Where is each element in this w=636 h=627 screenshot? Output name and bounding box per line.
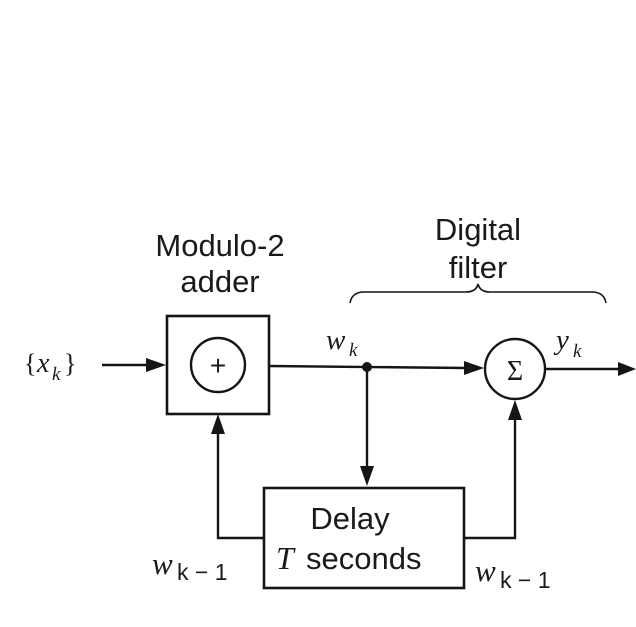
yk-var: y bbox=[553, 324, 569, 356]
output-arrowhead bbox=[618, 362, 636, 376]
filter-title-line1: Digital bbox=[435, 212, 521, 247]
summer-input-arrowhead bbox=[464, 361, 484, 375]
delay-label-seconds: seconds bbox=[306, 541, 421, 576]
input-brace-close: } bbox=[64, 349, 76, 378]
input-var: x bbox=[36, 348, 50, 379]
summer-sigma-symbol: Σ bbox=[507, 356, 523, 387]
feedback-right-label: w k − 1 bbox=[475, 553, 551, 593]
delay-label-line1: Delay bbox=[310, 501, 390, 536]
input-arrowhead bbox=[146, 358, 166, 372]
wk-var: w bbox=[326, 324, 346, 356]
delay-box bbox=[262, 486, 466, 590]
wk-label: w k bbox=[326, 324, 358, 361]
delay-input-arrowhead bbox=[360, 466, 374, 486]
input-sub: k bbox=[52, 364, 61, 385]
feedback-right-line bbox=[464, 418, 517, 540]
feedback-left-sub: k − 1 bbox=[177, 559, 228, 585]
feedback-left-arrowhead bbox=[211, 414, 225, 434]
adder-plus-symbol: + bbox=[210, 350, 226, 381]
adder-title-line2: adder bbox=[180, 264, 259, 299]
feedback-right-sub: k − 1 bbox=[500, 567, 551, 593]
yk-label: y k bbox=[553, 324, 582, 362]
feedback-right-arrowhead bbox=[508, 400, 522, 420]
filter-title-line2: filter bbox=[449, 250, 508, 285]
feedback-right-var: w bbox=[475, 553, 496, 588]
yk-sub: k bbox=[573, 341, 582, 362]
adder-circle bbox=[189, 336, 247, 394]
input-label: { x k } bbox=[24, 348, 76, 385]
feedback-left-line bbox=[216, 432, 264, 540]
wk-sub: k bbox=[349, 340, 358, 361]
delay-label-T: T bbox=[276, 540, 296, 576]
feedback-left-var: w bbox=[152, 546, 173, 581]
filter-brace bbox=[349, 283, 607, 304]
input-brace-open: { bbox=[24, 349, 36, 378]
feedback-left-label: w k − 1 bbox=[152, 546, 228, 585]
adder-title-line1: Modulo-2 bbox=[155, 228, 284, 263]
